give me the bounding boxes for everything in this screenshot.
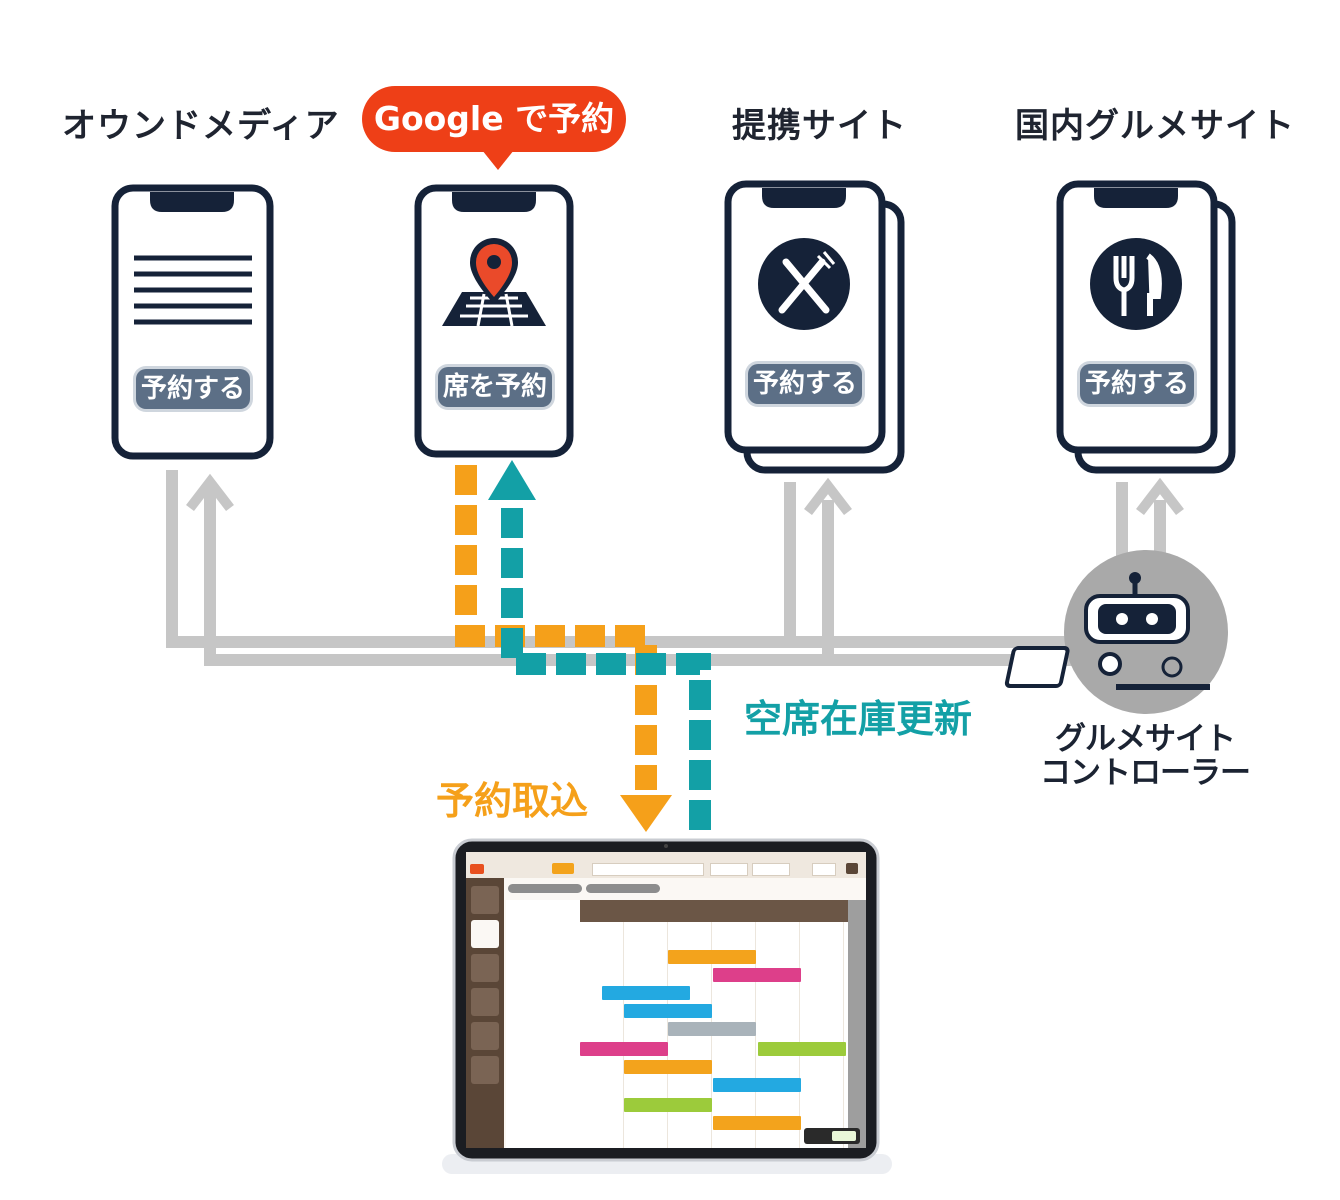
toolbar-button-1[interactable] xyxy=(710,863,748,876)
reservation-bar[interactable] xyxy=(624,1060,712,1074)
reservation-bar[interactable] xyxy=(758,1042,846,1056)
sidebar-staff-icon[interactable] xyxy=(471,1056,499,1084)
reserve-button-owned-media[interactable]: 予約する xyxy=(136,369,250,409)
reservation-bar[interactable] xyxy=(668,1022,756,1036)
reservation-bar[interactable] xyxy=(580,1042,668,1056)
article-lines-icon xyxy=(134,255,252,325)
gray-connectors xyxy=(166,470,1166,666)
reservation-bar[interactable] xyxy=(713,1116,801,1130)
menu-icon[interactable] xyxy=(846,863,858,874)
phone-google xyxy=(414,184,574,458)
robot-controller-icon xyxy=(1004,550,1228,714)
reservation-bar[interactable] xyxy=(624,1098,712,1112)
sidebar-calendar-icon[interactable] xyxy=(471,920,499,948)
on-switch[interactable] xyxy=(832,1131,856,1141)
reservation-bar[interactable] xyxy=(624,1004,712,1018)
controller-label: グルメサイト コントローラー xyxy=(1040,721,1251,791)
inventory-arrowhead xyxy=(488,460,536,500)
tablet-screen xyxy=(466,852,866,1148)
reserve-button-partner[interactable]: 予約する xyxy=(748,364,862,404)
import-arrowhead xyxy=(620,795,672,832)
tab-floor[interactable] xyxy=(586,884,660,893)
app-logo xyxy=(470,864,484,874)
reserve-seat-button-google[interactable]: 席を予約 xyxy=(438,367,552,407)
inventory-update-label: 空席在庫更新 xyxy=(744,697,973,741)
sidebar-customers-icon[interactable] xyxy=(471,1022,499,1050)
tab-online[interactable] xyxy=(508,884,582,893)
phone-partner xyxy=(724,180,905,474)
import-label: 予約取込 xyxy=(436,779,589,823)
sidebar-list-icon[interactable] xyxy=(471,988,499,1016)
reservation-bar[interactable] xyxy=(668,950,756,964)
reservation-bar[interactable] xyxy=(713,968,801,982)
table-list-column xyxy=(506,900,581,1148)
import-path xyxy=(455,465,657,790)
channel-label-partner: 提携サイト xyxy=(732,106,907,146)
map-pin-icon xyxy=(442,238,546,327)
controller-label-line2: コントローラー xyxy=(1040,755,1251,791)
today-button[interactable] xyxy=(552,863,574,874)
reservation-bar[interactable] xyxy=(602,986,690,1000)
channel-label-gourmet: 国内グルメサイト xyxy=(1015,106,1295,146)
phone-gourmet xyxy=(1056,180,1236,474)
timeline-header xyxy=(580,900,848,922)
gray-arrowheads xyxy=(186,473,1184,516)
fork-knife-icon xyxy=(1090,238,1182,330)
sidebar-phone-icon[interactable] xyxy=(471,886,499,914)
tablet-sidebar xyxy=(466,878,504,1148)
status-toggle[interactable] xyxy=(804,1128,860,1144)
toolbar-button-2[interactable] xyxy=(752,863,790,876)
toolbar-button-3[interactable] xyxy=(812,863,836,876)
inventory-path xyxy=(501,498,711,830)
channel-label-owned-media: オウンドメディア xyxy=(62,106,340,146)
channel-label-google: Google で予約 xyxy=(362,86,626,170)
phone-owned-media xyxy=(111,184,274,460)
sidebar-layout-icon[interactable] xyxy=(471,954,499,982)
fork-knife-cross-icon xyxy=(758,238,850,330)
reservation-bar[interactable] xyxy=(713,1078,801,1092)
date-picker[interactable] xyxy=(592,863,704,876)
tablet-toolbar xyxy=(466,852,866,878)
reserve-button-gourmet[interactable]: 予約する xyxy=(1080,364,1194,404)
controller-label-line1: グルメサイト xyxy=(1055,721,1236,757)
timeline-scrollbar[interactable] xyxy=(848,900,866,1148)
